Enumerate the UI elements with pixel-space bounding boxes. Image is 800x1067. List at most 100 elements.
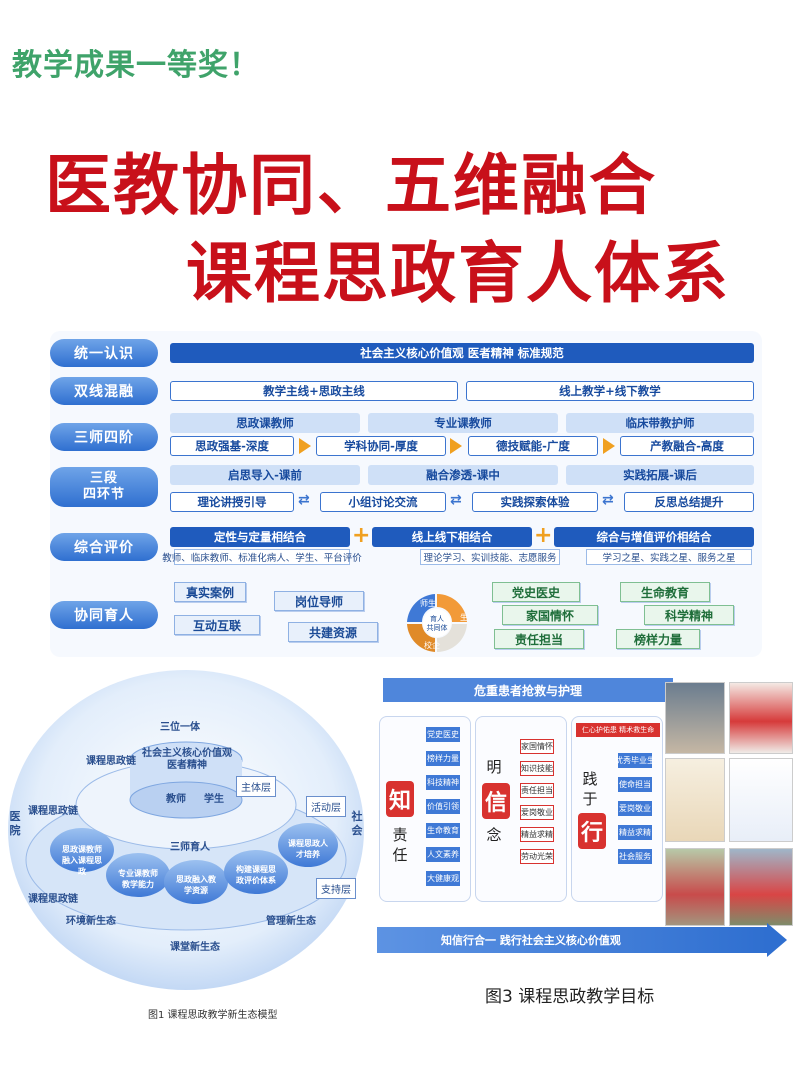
col3-item: 优秀毕业生 — [615, 753, 655, 768]
node-3: 思政融入教学资源 — [176, 875, 216, 895]
svg-text:校企: 校企 — [424, 640, 440, 650]
col1-item: 价值引领 — [426, 799, 460, 814]
link-4: 反思总结提升 — [624, 492, 754, 512]
col2-item: 家国情怀 — [520, 739, 554, 754]
education-system-diagram: 统一认识 社会主义核心价值观 医者精神 标准规范 双线混融 教学主线+思政主线 … — [50, 331, 762, 657]
goal-top-bar: 危重患者抢救与护理 — [383, 678, 673, 702]
teacher-ideology: 思政课教师 — [170, 413, 360, 433]
dual-line-teaching: 教学主线+思政主线 — [170, 381, 458, 401]
main-title-line-2: 课程思政育人体系 — [186, 235, 730, 312]
col1-item: 生命教育 — [426, 823, 460, 838]
col1-text: 责任 — [392, 826, 408, 864]
layer-support: 支持层 — [316, 878, 356, 899]
stage-3: 德技赋能-广度 — [468, 436, 598, 456]
col3-item: 精益求精 — [618, 825, 652, 840]
core-values-bar: 社会主义核心价值观 医者精神 标准规范 — [170, 343, 754, 363]
col1-item: 榜样力量 — [426, 751, 460, 766]
goal-arrow-banner: 知信行合一 践行社会主义核心价值观 — [377, 923, 787, 957]
row-label-three-teachers: 三师四阶 — [50, 423, 158, 451]
plus-icon: + — [534, 523, 553, 548]
side-society: 社会 — [351, 810, 363, 837]
phase-before: 启思导入-课前 — [170, 465, 360, 485]
col2-bottom: 念 — [486, 826, 502, 844]
eco-bottom-class: 课堂新生态 — [170, 942, 220, 953]
teacher-professional: 专业课教师 — [368, 413, 558, 433]
col2-item: 责任担当 — [520, 783, 554, 798]
teacher-clinical: 临床带教护师 — [566, 413, 754, 433]
item-job-mentor: 岗位导师 — [274, 591, 364, 611]
row-label-collaborative: 协同育人 — [50, 601, 158, 629]
item-responsibility: 责任担当 — [494, 629, 584, 649]
col1-item: 人文素养 — [426, 847, 460, 862]
phase-after: 实践拓展-课后 — [566, 465, 754, 485]
photo-certificate-2 — [729, 758, 793, 842]
col2-item: 爱岗敬业 — [520, 805, 554, 820]
col3-header: 仁心护佑患 精术救生命 — [576, 723, 660, 737]
link-3: 实践探索体验 — [472, 492, 598, 512]
phase-during: 融合渗透-课中 — [368, 465, 558, 485]
chain-2: 课程思政链 — [28, 806, 78, 817]
eco-core-teacher: 教师 — [166, 794, 186, 805]
photo-group — [665, 848, 725, 926]
svg-text:育人: 育人 — [430, 614, 444, 623]
goal-column-belief: 明 信 念 家国情怀 知识技能 责任担当 爱岗敬业 精益求精 劳动光荣 — [475, 716, 567, 902]
link-1: 理论讲授引导 — [170, 492, 294, 512]
node-4: 构建课程思政评价体系 — [236, 865, 276, 885]
eval-2: 线上线下相结合 — [372, 527, 532, 547]
row-label-three-sections: 三段 四环节 — [50, 467, 158, 507]
item-life-education: 生命教育 — [620, 582, 710, 602]
stage-arrow-1 — [299, 438, 311, 454]
link-exchange-3: ⇄ — [602, 492, 614, 508]
eval-sub-3: 学习之星、实践之星、服务之星 — [586, 549, 752, 565]
layer-subject: 主体层 — [236, 776, 276, 797]
node-2: 专业课教师教学能力 — [118, 869, 158, 889]
photo-dance — [729, 848, 793, 926]
eco-bottom-mgmt: 管理新生态 — [266, 916, 316, 927]
community-cycle-graphic: 育人 共同体 师生 生 校企 — [407, 593, 468, 653]
stage-4: 产教融合-高度 — [620, 436, 754, 456]
item-party-history: 党史医史 — [492, 582, 580, 602]
eval-3: 综合与增值评价相结合 — [554, 527, 754, 547]
col2-item: 精益求精 — [520, 827, 554, 842]
col3-text: 践于 — [582, 770, 598, 808]
col1-item: 大健康观 — [426, 871, 460, 886]
ecosystem-rings-graphic — [8, 670, 364, 990]
eco-top-label: 三位一体 — [160, 722, 200, 733]
figure-1-caption: 图1 课程思政教学新生态模型 — [148, 1010, 278, 1021]
photo-ceremony — [665, 682, 725, 754]
big-char-belief: 信 — [482, 783, 510, 819]
plus-icon: + — [352, 523, 371, 548]
item-shared-resources: 共建资源 — [288, 622, 378, 642]
eco-mid-label: 三师育人 — [170, 842, 210, 853]
col2-item: 知识技能 — [520, 761, 554, 776]
eval-sub-1: 教师、临床教师、标准化病人、学生、平台评价 — [162, 549, 362, 565]
eco-core-student: 学生 — [204, 794, 224, 805]
item-role-model: 榜样力量 — [616, 629, 700, 649]
main-title-line-1: 医教协同、五维融合 — [45, 147, 657, 224]
layer-activity: 活动层 — [306, 796, 346, 817]
chain-1: 课程思政链 — [86, 756, 136, 767]
col2-top: 明 — [486, 758, 502, 776]
big-char-action: 行 — [578, 813, 606, 849]
col3-item: 使命担当 — [618, 777, 652, 792]
stage-1: 思政强基-深度 — [170, 436, 294, 456]
ecosystem-model-figure: 三位一体 社会主义核心价值观 医者精神 教师 学生 三师育人 主体层 活动层 支… — [0, 660, 372, 1040]
stage-arrow-3 — [603, 438, 615, 454]
eco-core-title: 社会主义核心价值观 医者精神 — [142, 748, 232, 771]
side-hospital: 医院 — [9, 810, 21, 837]
teaching-goals-figure: 危重患者抢救与护理 知 责任 党史医史 榜样力量 科技精神 价值引领 生命教育 … — [375, 672, 800, 1017]
eval-sub-2: 理论学习、实训技能、志愿服务 — [420, 549, 560, 565]
col1-item: 科技精神 — [426, 775, 460, 790]
goal-column-action: 仁心护佑患 精术救生命 践于 行 优秀毕业生 使命担当 爱岗敬业 精益求精 社会… — [571, 716, 663, 902]
row-label-dual-line: 双线混融 — [50, 377, 158, 405]
item-real-cases: 真实案例 — [174, 582, 246, 602]
photo-certificate-1 — [665, 758, 725, 842]
goal-column-knowledge: 知 责任 党史医史 榜样力量 科技精神 价值引领 生命教育 人文素养 大健康观 — [379, 716, 471, 902]
svg-text:共同体: 共同体 — [427, 623, 448, 632]
col2-item: 劳动光荣 — [520, 849, 554, 864]
link-exchange-1: ⇄ — [298, 492, 310, 508]
col3-item: 社会服务 — [618, 849, 652, 864]
photo-poster — [729, 682, 793, 754]
row-label-unified-understanding: 统一认识 — [50, 339, 158, 367]
figure-3-caption: 图3 课程思政教学目标 — [485, 987, 655, 1007]
